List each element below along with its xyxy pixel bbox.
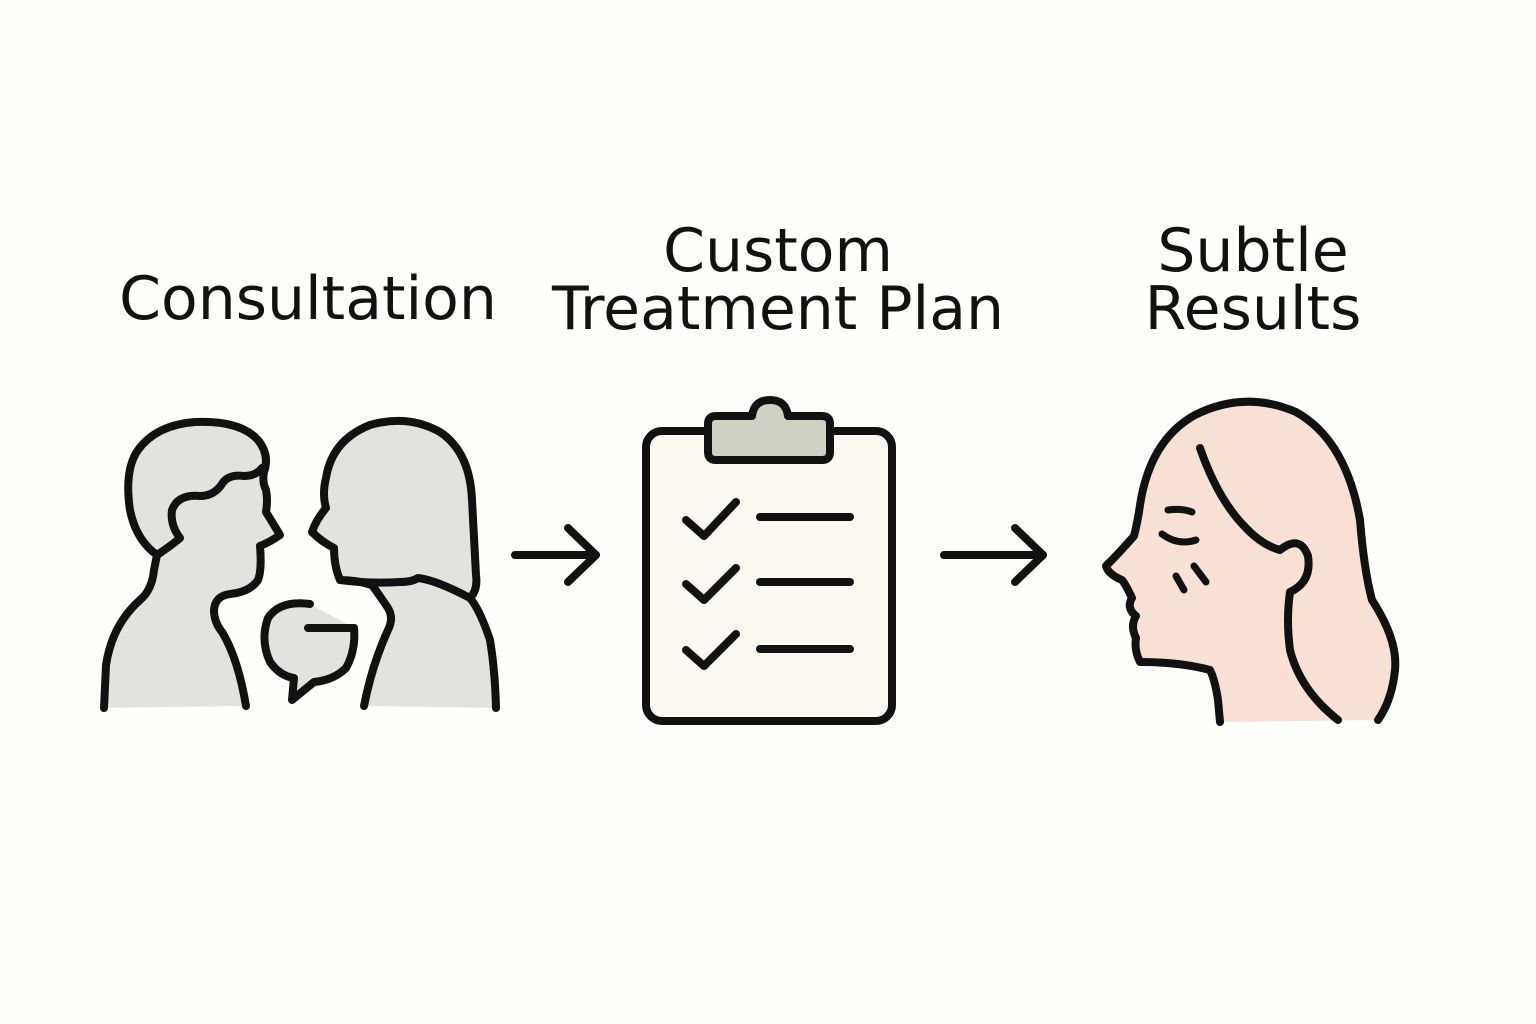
checkmark-icon [682,498,740,540]
step-label-results: Subtle Results [1088,216,1418,344]
face-profile-icon [1102,397,1400,726]
person-left-icon [100,417,284,712]
eyebrow-line [1164,505,1196,516]
face-profile-shape [1102,397,1400,726]
checkmark-icon [682,630,740,670]
step-label-line: Custom [663,216,893,286]
ear-icon [1276,539,1342,724]
speech-bubble-icon [260,599,359,704]
consultation-people-icon [100,416,500,712]
glow-mark [1172,572,1188,594]
step-label-line: Treatment Plan [551,274,1005,344]
checklist-row [682,564,854,604]
step-label-consultation: Consultation [98,264,518,334]
arrow-right-icon [511,524,600,586]
clipboard-board [642,427,896,725]
hair-strand-line [1196,444,1284,554]
step-label-treatment-plan: Custom Treatment Plan [548,216,1008,344]
checklist-row [682,630,854,670]
person-right-icon [308,416,500,712]
arrow-right-icon [940,524,1047,586]
clipboard-clip [704,396,834,464]
step-label-line: Consultation [119,264,497,334]
neck-line [336,574,474,602]
closed-eye-icon [1158,530,1200,546]
clipboard-checklist-icon [642,396,896,725]
glow-mark [1190,562,1210,586]
step-label-line: Subtle [1157,216,1349,286]
checklist-row [682,498,854,540]
checkmark-icon [682,564,740,604]
hair-line [153,464,266,559]
step-label-line: Results [1144,274,1362,344]
